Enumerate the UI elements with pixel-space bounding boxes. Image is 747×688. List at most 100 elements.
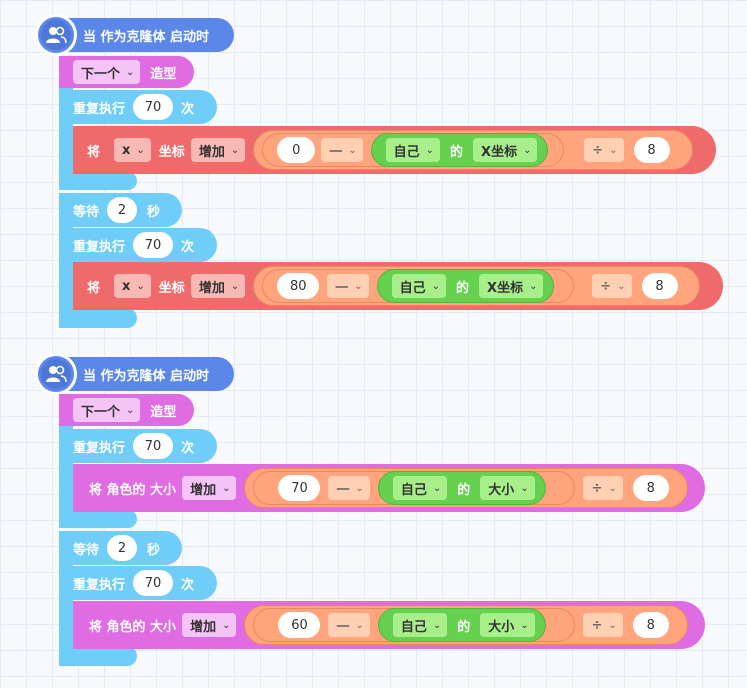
repeat-block-1b[interactable]: 重复执行 70 次 — [59, 228, 217, 262]
minus-dropdown[interactable]: 一⌄ — [328, 476, 370, 500]
repeat-unit: 次 — [181, 577, 195, 593]
costume-dropdown[interactable]: 下一个⌄ — [73, 60, 141, 84]
coord-label: 坐标 — [158, 280, 185, 296]
divide-operator[interactable]: 70 一⌄ 自己⌄ 的 大小⌄ ÷⌄ 8 — [244, 468, 689, 508]
when-start-as-clone-hat[interactable]: 当 作为克隆体 启动时 — [35, 353, 234, 395]
op-dropdown[interactable]: 增加⌄ — [182, 613, 237, 637]
subtract-a-input[interactable]: 60 — [278, 612, 321, 638]
sensing-of-block[interactable]: 自己⌄ 的 X坐标⌄ — [370, 133, 549, 167]
when-start-as-clone-hat[interactable]: 当 作为克隆体 启动时 — [35, 14, 234, 56]
chevron-down-icon: ⌄ — [608, 482, 617, 494]
chevron-down-icon: ⌄ — [617, 280, 626, 292]
wait-seconds-input[interactable]: 2 — [107, 197, 138, 223]
axis-dropdown[interactable]: x⌄ — [114, 274, 151, 298]
object-dropdown[interactable]: 自己⌄ — [391, 274, 447, 298]
minus-dropdown[interactable]: 一⌄ — [321, 138, 363, 162]
property-dropdown[interactable]: X坐标⌄ — [473, 138, 538, 162]
chevron-down-icon: ⌄ — [230, 280, 240, 292]
sensing-of-block[interactable]: 自己⌄ 的 X坐标⌄ — [376, 269, 555, 303]
divide-b-input[interactable]: 8 — [641, 273, 678, 299]
of-label: 的 — [457, 482, 471, 498]
property-dropdown[interactable]: 大小⌄ — [480, 476, 535, 500]
property-dropdown[interactable]: 大小⌄ — [480, 613, 535, 637]
costume-dropdown[interactable]: 下一个⌄ — [73, 398, 141, 422]
wait-seconds-input[interactable]: 2 — [107, 535, 138, 561]
wait-label: 等待 — [73, 542, 100, 558]
divide-b-input[interactable]: 8 — [632, 612, 669, 638]
subtract-a-input[interactable]: 80 — [277, 273, 320, 299]
minus-dropdown[interactable]: 一⌄ — [328, 613, 370, 637]
of-label: 的 — [457, 619, 471, 635]
repeat-count-input[interactable]: 70 — [133, 433, 174, 459]
size-verb: 将 角色的 大小 — [89, 482, 177, 498]
axis-dropdown[interactable]: x⌄ — [114, 138, 151, 162]
wait-block-2[interactable]: 等待 2 秒 — [59, 531, 182, 565]
repeat-foot-2b — [59, 646, 137, 666]
repeat-label: 重复执行 — [73, 101, 126, 117]
minus-dropdown[interactable]: 一⌄ — [327, 274, 369, 298]
wait-label: 等待 — [73, 204, 100, 220]
hat-label: 当 作为克隆体 启动时 — [83, 29, 210, 45]
chevron-down-icon: ⌄ — [222, 482, 231, 494]
clone-users-icon — [35, 14, 77, 56]
divide-b-input[interactable]: 8 — [632, 475, 669, 501]
subtract-operator[interactable]: 70 一⌄ 自己⌄ 的 大小⌄ — [253, 471, 576, 505]
wait-unit: 秒 — [147, 204, 161, 220]
repeat-count-input[interactable]: 70 — [133, 232, 174, 258]
chevron-down-icon: ⌄ — [354, 280, 363, 292]
op-dropdown[interactable]: 增加⌄ — [182, 476, 237, 500]
subtract-operator[interactable]: 60 一⌄ 自己⌄ 的 大小⌄ — [253, 608, 576, 642]
repeat-label: 重复执行 — [73, 577, 126, 593]
object-dropdown[interactable]: 自己⌄ — [392, 613, 448, 637]
divide-b-input[interactable]: 8 — [633, 137, 670, 163]
repeat-label: 重复执行 — [73, 239, 126, 255]
subtract-operator[interactable]: 0 一⌄ 自己⌄ 的 X坐标⌄ — [262, 133, 565, 167]
change-size-block-2[interactable]: 将 角色的 大小 增加⌄ 60 一⌄ 自己⌄ 的 大小⌄ ÷⌄ 8 — [73, 601, 705, 649]
repeat-block-2a[interactable]: 重复执行 70 次 — [59, 429, 217, 463]
repeat-block-2b[interactable]: 重复执行 70 次 — [59, 566, 217, 600]
chevron-down-icon: ⌄ — [529, 280, 538, 292]
sensing-of-block[interactable]: 自己⌄ 的 大小⌄ — [377, 608, 546, 642]
change-size-block-1[interactable]: 将 角色的 大小 增加⌄ 70 一⌄ 自己⌄ 的 大小⌄ ÷⌄ 8 — [73, 464, 705, 512]
object-dropdown[interactable]: 自己⌄ — [392, 476, 448, 500]
chevron-down-icon: ⌄ — [432, 482, 442, 494]
size-verb: 将 角色的 大小 — [89, 619, 177, 635]
chevron-down-icon: ⌄ — [222, 619, 231, 631]
divide-dropdown[interactable]: ÷⌄ — [592, 274, 632, 298]
property-dropdown[interactable]: X坐标⌄ — [479, 274, 544, 298]
repeat-block-1a[interactable]: 重复执行 70 次 — [59, 90, 217, 124]
of-label: 的 — [456, 280, 470, 296]
chevron-down-icon: ⌄ — [355, 619, 364, 631]
divide-dropdown[interactable]: ÷⌄ — [583, 476, 623, 500]
subtract-a-input[interactable]: 70 — [278, 475, 321, 501]
subtract-operator[interactable]: 80 一⌄ 自己⌄ 的 X坐标⌄ — [262, 269, 575, 303]
subtract-a-input[interactable]: 0 — [277, 137, 316, 163]
next-costume-block[interactable]: 下一个⌄ 造型 — [59, 394, 194, 426]
next-costume-block[interactable]: 下一个⌄ 造型 — [59, 56, 194, 88]
repeat-count-input[interactable]: 70 — [133, 570, 174, 596]
sensing-of-block[interactable]: 自己⌄ 的 大小⌄ — [377, 471, 546, 505]
wait-block-1[interactable]: 等待 2 秒 — [59, 193, 182, 227]
coord-label: 坐标 — [158, 144, 185, 160]
op-dropdown[interactable]: 增加⌄ — [190, 274, 246, 298]
repeat-count-input[interactable]: 70 — [133, 94, 174, 120]
divide-operator[interactable]: 60 一⌄ 自己⌄ 的 大小⌄ ÷⌄ 8 — [244, 605, 689, 645]
divide-operator[interactable]: 0 一⌄ 自己⌄ 的 X坐标⌄ ÷⌄ 8 — [253, 130, 694, 170]
chevron-down-icon: ⌄ — [609, 144, 618, 156]
divide-dropdown[interactable]: ÷⌄ — [583, 613, 623, 637]
hat-label: 当 作为克隆体 启动时 — [83, 368, 210, 384]
divide-operator[interactable]: 80 一⌄ 自己⌄ 的 X坐标⌄ ÷⌄ 8 — [253, 266, 701, 306]
chevron-down-icon: ⌄ — [136, 144, 145, 156]
divide-dropdown[interactable]: ÷⌄ — [584, 138, 624, 162]
repeat-foot-2a — [59, 510, 137, 528]
op-dropdown[interactable]: 增加⌄ — [190, 138, 246, 162]
chevron-down-icon: ⌄ — [520, 619, 529, 631]
repeat-unit: 次 — [181, 239, 195, 255]
change-x-block-1[interactable]: 将 x⌄ 坐标 增加⌄ 0 一⌄ 自己⌄ 的 X坐标⌄ ÷⌄ 8 — [73, 126, 716, 174]
costume-label: 造型 — [150, 404, 177, 420]
chevron-down-icon: ⌄ — [425, 144, 435, 156]
change-x-block-2[interactable]: 将 x⌄ 坐标 增加⌄ 80 一⌄ 自己⌄ 的 X坐标⌄ ÷⌄ 8 — [73, 262, 723, 310]
chevron-down-icon: ⌄ — [431, 280, 441, 292]
costume-label: 造型 — [150, 66, 177, 82]
object-dropdown[interactable]: 自己⌄ — [385, 138, 441, 162]
